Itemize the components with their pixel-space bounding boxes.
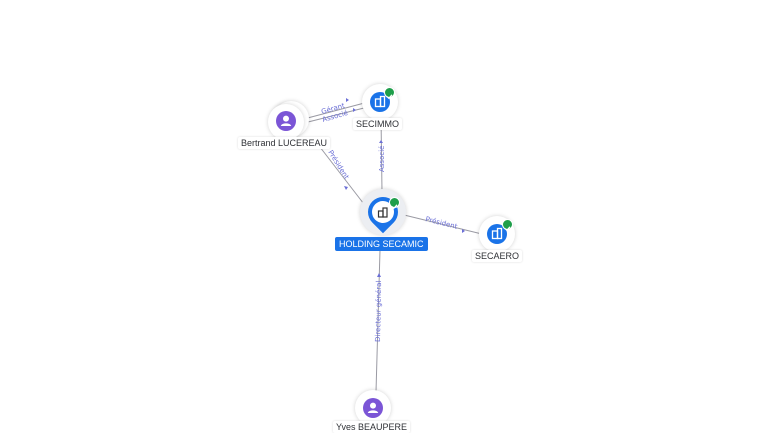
building-icon — [487, 224, 507, 244]
node-label-bertrand: Bertrand LUCEREAU — [238, 137, 331, 149]
verified-check-icon — [384, 87, 395, 100]
edge-bertrand-secimmo-gerant — [299, 100, 373, 121]
arrow-president-left — [344, 186, 348, 190]
edge-label-associe-mid: Associé — [378, 146, 386, 172]
arrow-associe-top — [353, 108, 356, 112]
person-icon — [363, 398, 383, 418]
edge-bertrand-secimmo-associe — [299, 105, 373, 125]
arrow-directeur — [377, 273, 381, 277]
arrow-associe-mid — [379, 140, 383, 143]
node-label-secaero: SECAERO — [472, 250, 523, 262]
arrow-president-right — [462, 229, 465, 233]
node-label-yves: Yves BEAUPERE — [333, 421, 411, 433]
arrow-gerant — [346, 98, 349, 102]
edge-label-directeur: Directeur général — [374, 280, 383, 342]
edge-label-president-right: Président — [425, 215, 459, 231]
edge-label-president-left: Président — [326, 149, 350, 181]
building-icon — [370, 92, 390, 112]
verified-check-icon — [389, 197, 400, 210]
edge-holding-secaero — [399, 213, 487, 236]
node-label-holding: HOLDING SECAMIC — [335, 237, 428, 251]
node-label-secimmo: SECIMMO — [353, 118, 403, 130]
building-icon — [372, 201, 394, 223]
edge-bertrand-holding — [312, 137, 368, 209]
edge-yves-holding — [375, 249, 381, 393]
verified-check-icon — [502, 219, 513, 232]
person-icon — [276, 111, 296, 131]
